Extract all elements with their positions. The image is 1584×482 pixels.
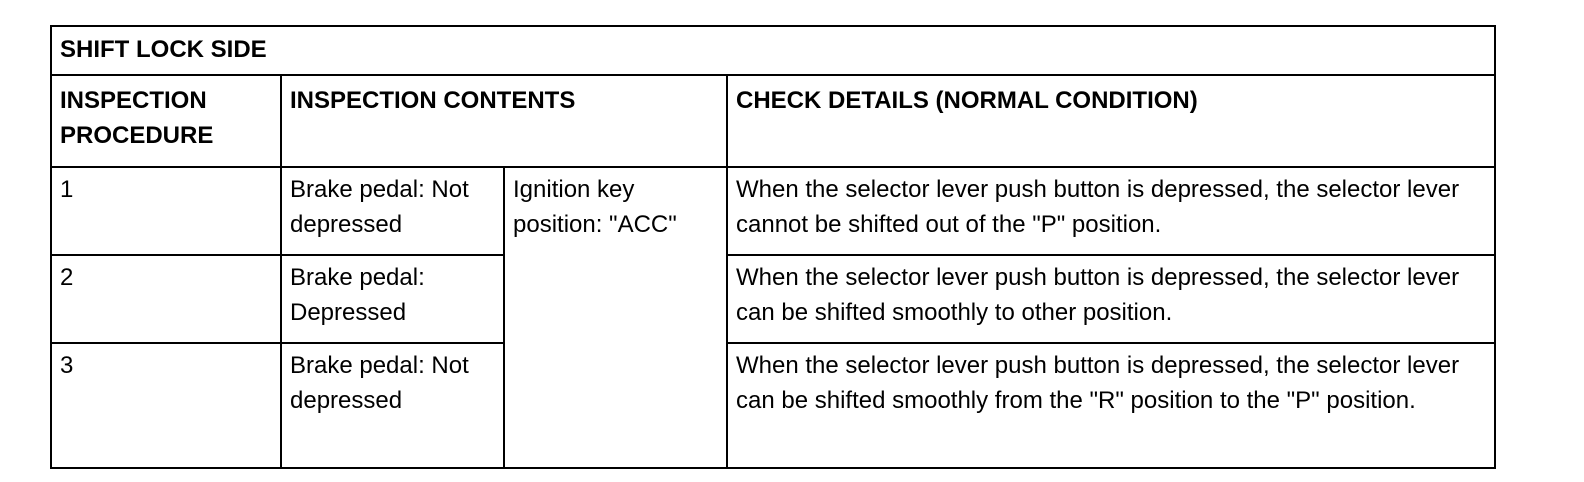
header-check: CHECK DETAILS (NORMAL CONDITION) bbox=[725, 74, 1497, 168]
table-row: 1 Brake pedal: Not depressed Ignition ke… bbox=[50, 166, 1497, 469]
check-cell: When the selector lever push button is d… bbox=[725, 342, 1497, 469]
table-row: 2 Brake pedal: Depressed When the select… bbox=[50, 254, 1497, 344]
header-procedure: INSPECTION PROCEDURE bbox=[50, 74, 282, 168]
shift-lock-inspection-table: SHIFT LOCK SIDE INSPECTION PROCEDURE INS… bbox=[49, 25, 1497, 469]
check-cell: When the selector lever push button is d… bbox=[725, 166, 1497, 256]
procedure-cell: 2 bbox=[50, 254, 282, 344]
check-cell: When the selector lever push button is d… bbox=[725, 254, 1497, 344]
procedure-cell: 3 bbox=[50, 342, 282, 469]
title-row: SHIFT LOCK SIDE bbox=[49, 25, 1497, 76]
brake-cell: Brake pedal: Not depressed bbox=[280, 166, 505, 256]
procedure-cell: 1 bbox=[50, 166, 282, 256]
table-row: 3 Brake pedal: Not depressed When the se… bbox=[50, 342, 1497, 469]
header-row: INSPECTION PROCEDURE INSPECTION CONTENTS… bbox=[50, 74, 1497, 168]
header-contents: INSPECTION CONTENTS bbox=[280, 74, 728, 168]
brake-cell: Brake pedal: Depressed bbox=[280, 254, 505, 344]
ignition-cell: Ignition key position: "ACC" bbox=[503, 166, 728, 469]
table-title: SHIFT LOCK SIDE bbox=[49, 25, 1497, 76]
brake-cell: Brake pedal: Not depressed bbox=[280, 342, 505, 469]
